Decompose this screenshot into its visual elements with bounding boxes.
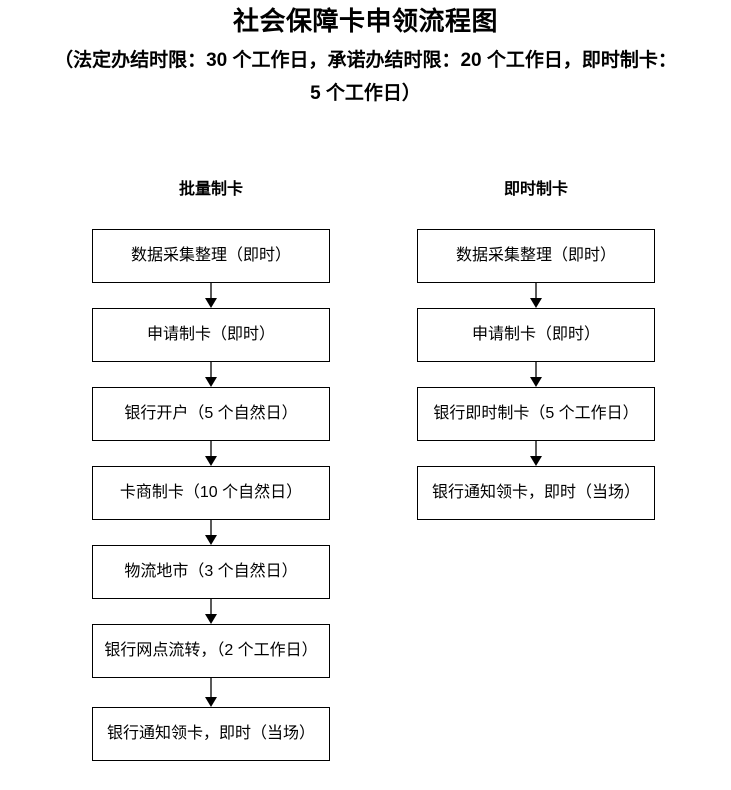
column-header-batch: 批量制卡 [178,181,243,198]
arrow-shaft [209,362,212,379]
arrow-shaft [534,283,537,300]
flow-box-batch-7: 银行通知领卡，即时（当场） [92,707,330,761]
flow-box-instant-1: 数据采集整理（即时） [417,229,655,283]
arrow-head [204,298,217,308]
flow-box-batch-3: 银行开户（5 个自然日） [92,387,330,441]
arrow-head [204,535,217,545]
page-subtitle-line-1: （法定办结时限：30 个工作日，承诺办结时限：20 个工作日，即时制卡： [54,50,677,71]
arrow-shaft [209,283,212,300]
page-title: 社会保障卡申领流程图 [232,6,498,36]
flow-box-batch-6: 银行网点流转，（2 个工作日） [92,624,330,678]
arrow-shaft [209,678,212,699]
arrow-down-icon-instant-3 [529,441,543,466]
arrow-head [529,456,542,466]
flow-box-batch-2: 申请制卡（即时） [92,308,330,362]
arrow-down-icon-instant-2 [529,362,543,387]
arrow-down-icon-batch-1 [204,283,218,308]
flow-box-batch-4: 卡商制卡（10 个自然日） [92,466,330,520]
arrow-head [204,614,217,624]
arrow-head [529,377,542,387]
arrow-head [204,377,217,387]
flow-box-instant-3: 银行即时制卡（5 个工作日） [417,387,655,441]
flow-box-batch-1: 数据采集整理（即时） [92,229,330,283]
column-header-instant: 即时制卡 [503,181,568,198]
page-subtitle-line-2: 5 个工作日） [310,83,421,104]
arrow-head [529,298,542,308]
arrow-shaft [209,599,212,616]
arrow-down-icon-batch-4 [204,520,218,545]
arrow-shaft [534,441,537,458]
arrow-down-icon-batch-2 [204,362,218,387]
arrow-shaft [209,520,212,537]
arrow-down-icon-batch-6 [204,678,218,707]
flow-box-batch-5: 物流地市（3 个自然日） [92,545,330,599]
arrow-head [204,697,217,707]
arrow-head [204,456,217,466]
flow-box-instant-4: 银行通知领卡，即时（当场） [417,466,655,520]
arrow-down-icon-instant-1 [529,283,543,308]
arrow-down-icon-batch-5 [204,599,218,624]
arrow-shaft [209,441,212,458]
arrow-shaft [534,362,537,379]
flow-box-instant-2: 申请制卡（即时） [417,308,655,362]
arrow-down-icon-batch-3 [204,441,218,466]
